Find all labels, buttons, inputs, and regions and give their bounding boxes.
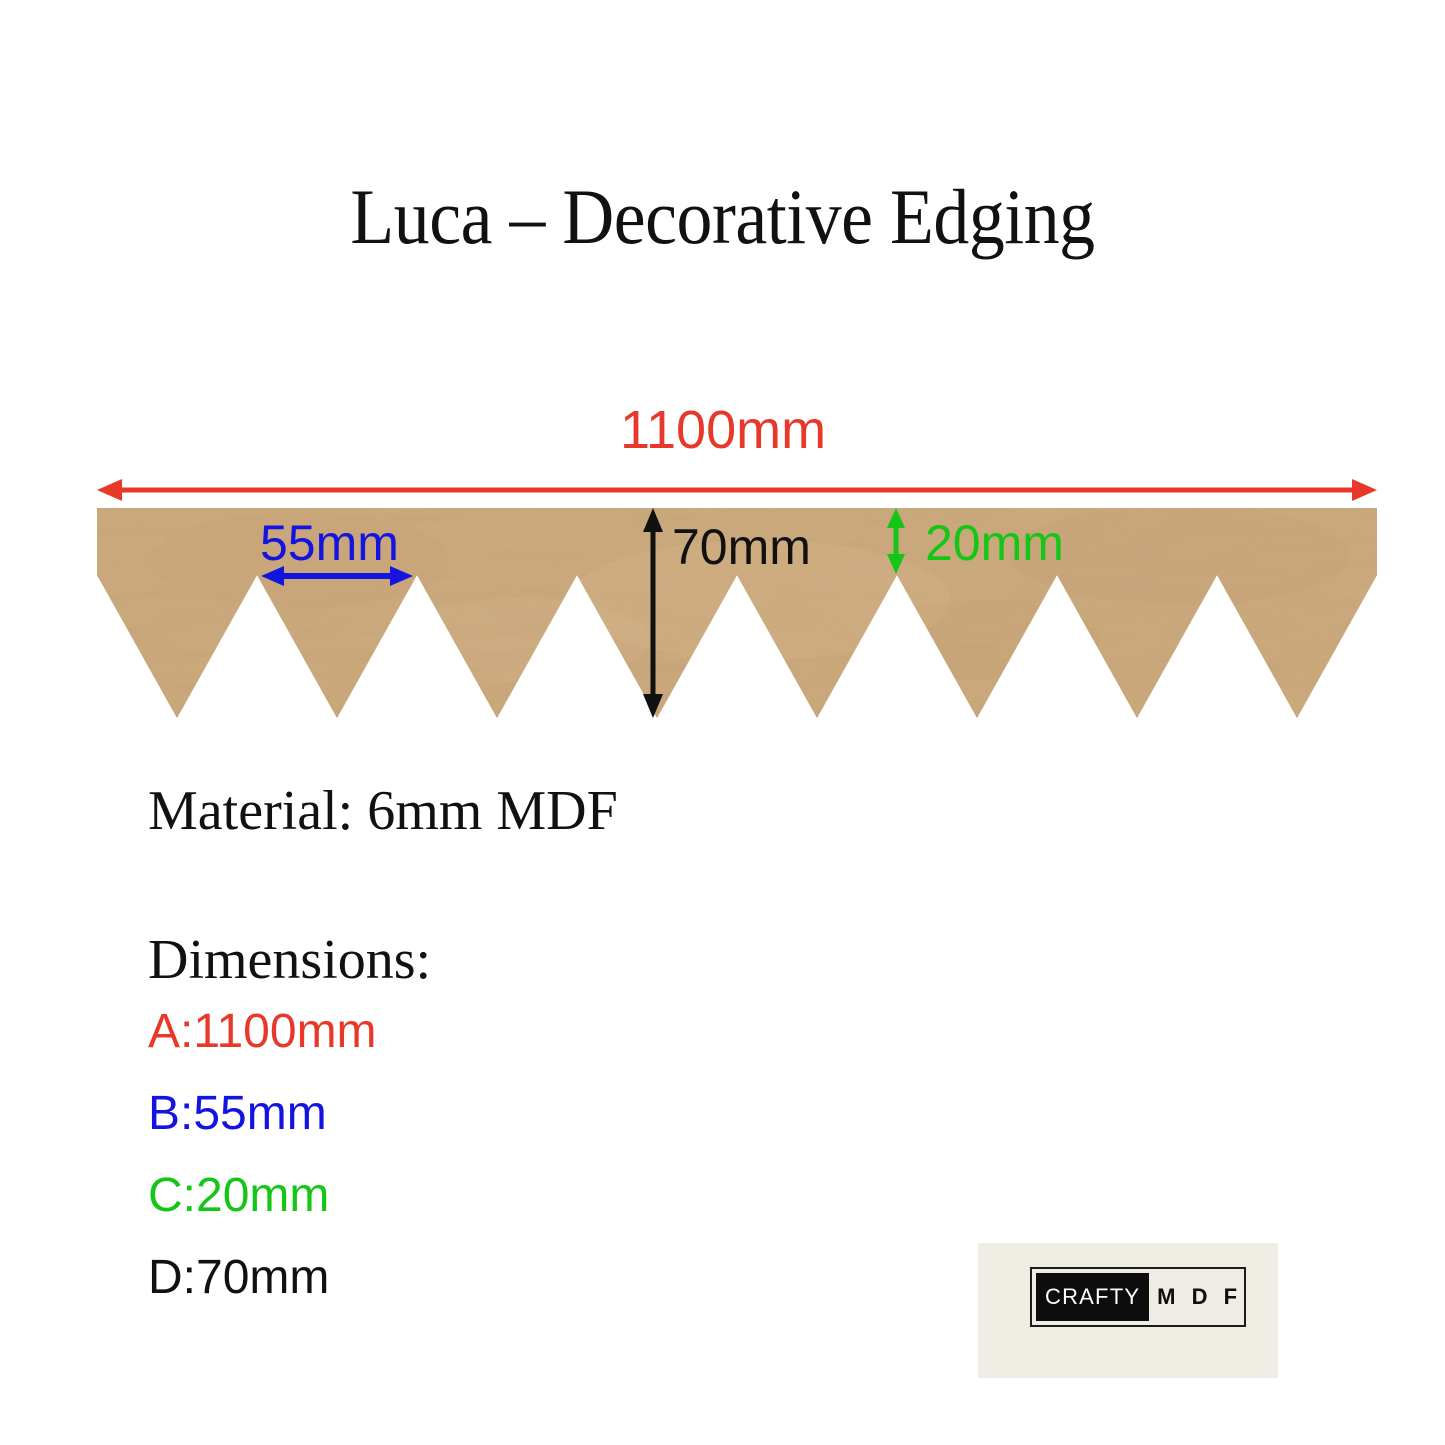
height-dimension-label: 70mm <box>672 519 811 575</box>
pitch-dimension-arrow <box>261 566 413 586</box>
dimension-entry-c: C:20mm <box>148 1169 330 1222</box>
width-dimension-label: 1100mm <box>620 400 827 460</box>
dimension-entry-d: D:70mm <box>148 1251 330 1304</box>
band-dimension-arrow <box>887 508 905 574</box>
height-dimension-arrow <box>643 508 663 718</box>
pitch-dimension-label: 55mm <box>260 515 399 571</box>
width-dimension-arrow <box>97 479 1377 501</box>
logo-mdf-text: M D F <box>1157 1284 1243 1309</box>
logo-crafty-text: CRAFTY <box>1036 1273 1150 1321</box>
brand-logo: CRAFTY M D F <box>978 1243 1278 1378</box>
dimension-entry-a: A:1100mm <box>148 1005 377 1058</box>
page-title: Luca – Decorative Edging <box>350 173 1095 260</box>
material-text: Material: 6mm MDF <box>148 780 618 842</box>
band-dimension-label: 20mm <box>925 515 1064 571</box>
logo-frame: CRAFTY M D F <box>1030 1267 1246 1327</box>
dimensions-heading: Dimensions: <box>148 929 432 991</box>
dimension-entry-b: B:55mm <box>148 1087 327 1140</box>
